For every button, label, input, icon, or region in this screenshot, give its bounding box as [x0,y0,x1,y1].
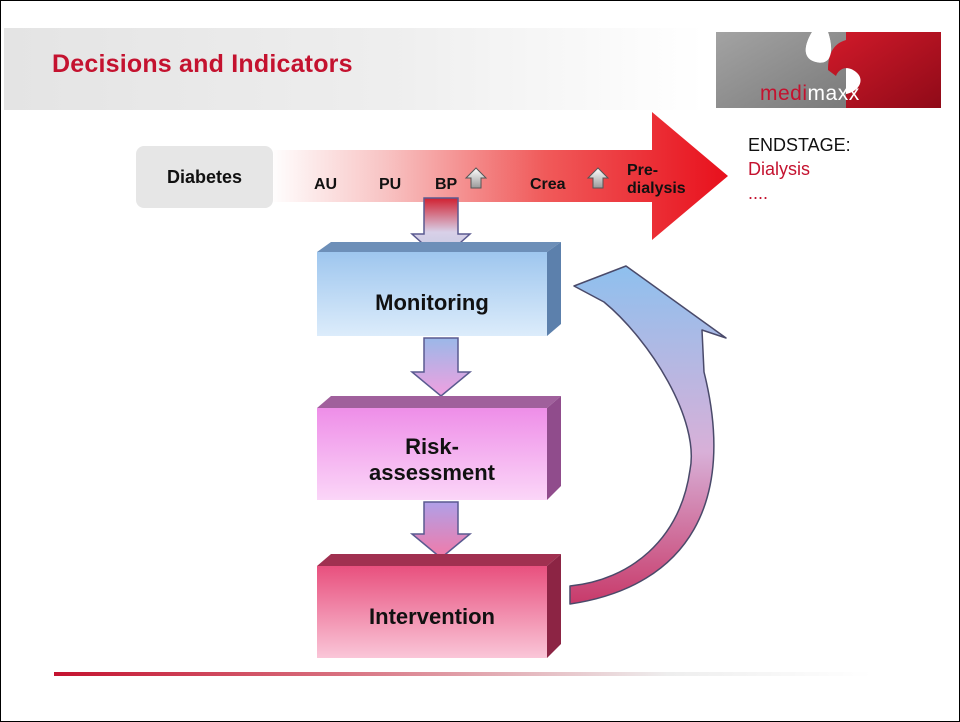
marker-au: AU [314,176,337,193]
down-arrow-icon [409,337,473,397]
endstage-heading: ENDSTAGE: [748,135,851,155]
logo-text-i: i [802,82,808,105]
logo-text-maxx: maxx [807,82,860,105]
logo-text-med: med [760,82,803,105]
diabetes-box [136,146,273,208]
marker-bp: BP [435,176,458,193]
up-arrow-icon [586,167,610,189]
predialysis-line2: dialysis [627,180,686,197]
diabetes-label: Diabetes [166,167,243,187]
puzzle-logo-icon [716,32,941,108]
risk-label-line2: assessment [369,460,495,485]
endstage-dialysis: Dialysis [748,159,811,179]
risk-label-line1: Risk- [405,434,459,459]
intervention-label: Intervention [369,604,495,629]
slide-title: Decisions and Indicators [52,50,353,78]
marker-pu: PU [379,176,401,193]
up-arrow-icon [464,167,488,189]
down-arrow-icon [409,501,473,559]
footer-divider [54,672,872,676]
monitoring-box [317,242,561,336]
medimaxx-logo: medimaxx [716,32,941,108]
monitoring-label: Monitoring [375,290,489,315]
predialysis-line1: Pre- [627,162,658,179]
header-band [4,28,704,110]
endstage-ellipsis: .... [748,183,769,203]
marker-crea: Crea [530,176,566,193]
curved-feedback-arrow-icon [569,265,727,605]
intervention-box [317,554,561,658]
endstage-block: ENDSTAGE: Dialysis .... [748,133,851,205]
logo-wordmark: medimaxx [760,82,860,106]
risk-assessment-box [317,396,561,500]
progression-arrow [270,112,728,240]
